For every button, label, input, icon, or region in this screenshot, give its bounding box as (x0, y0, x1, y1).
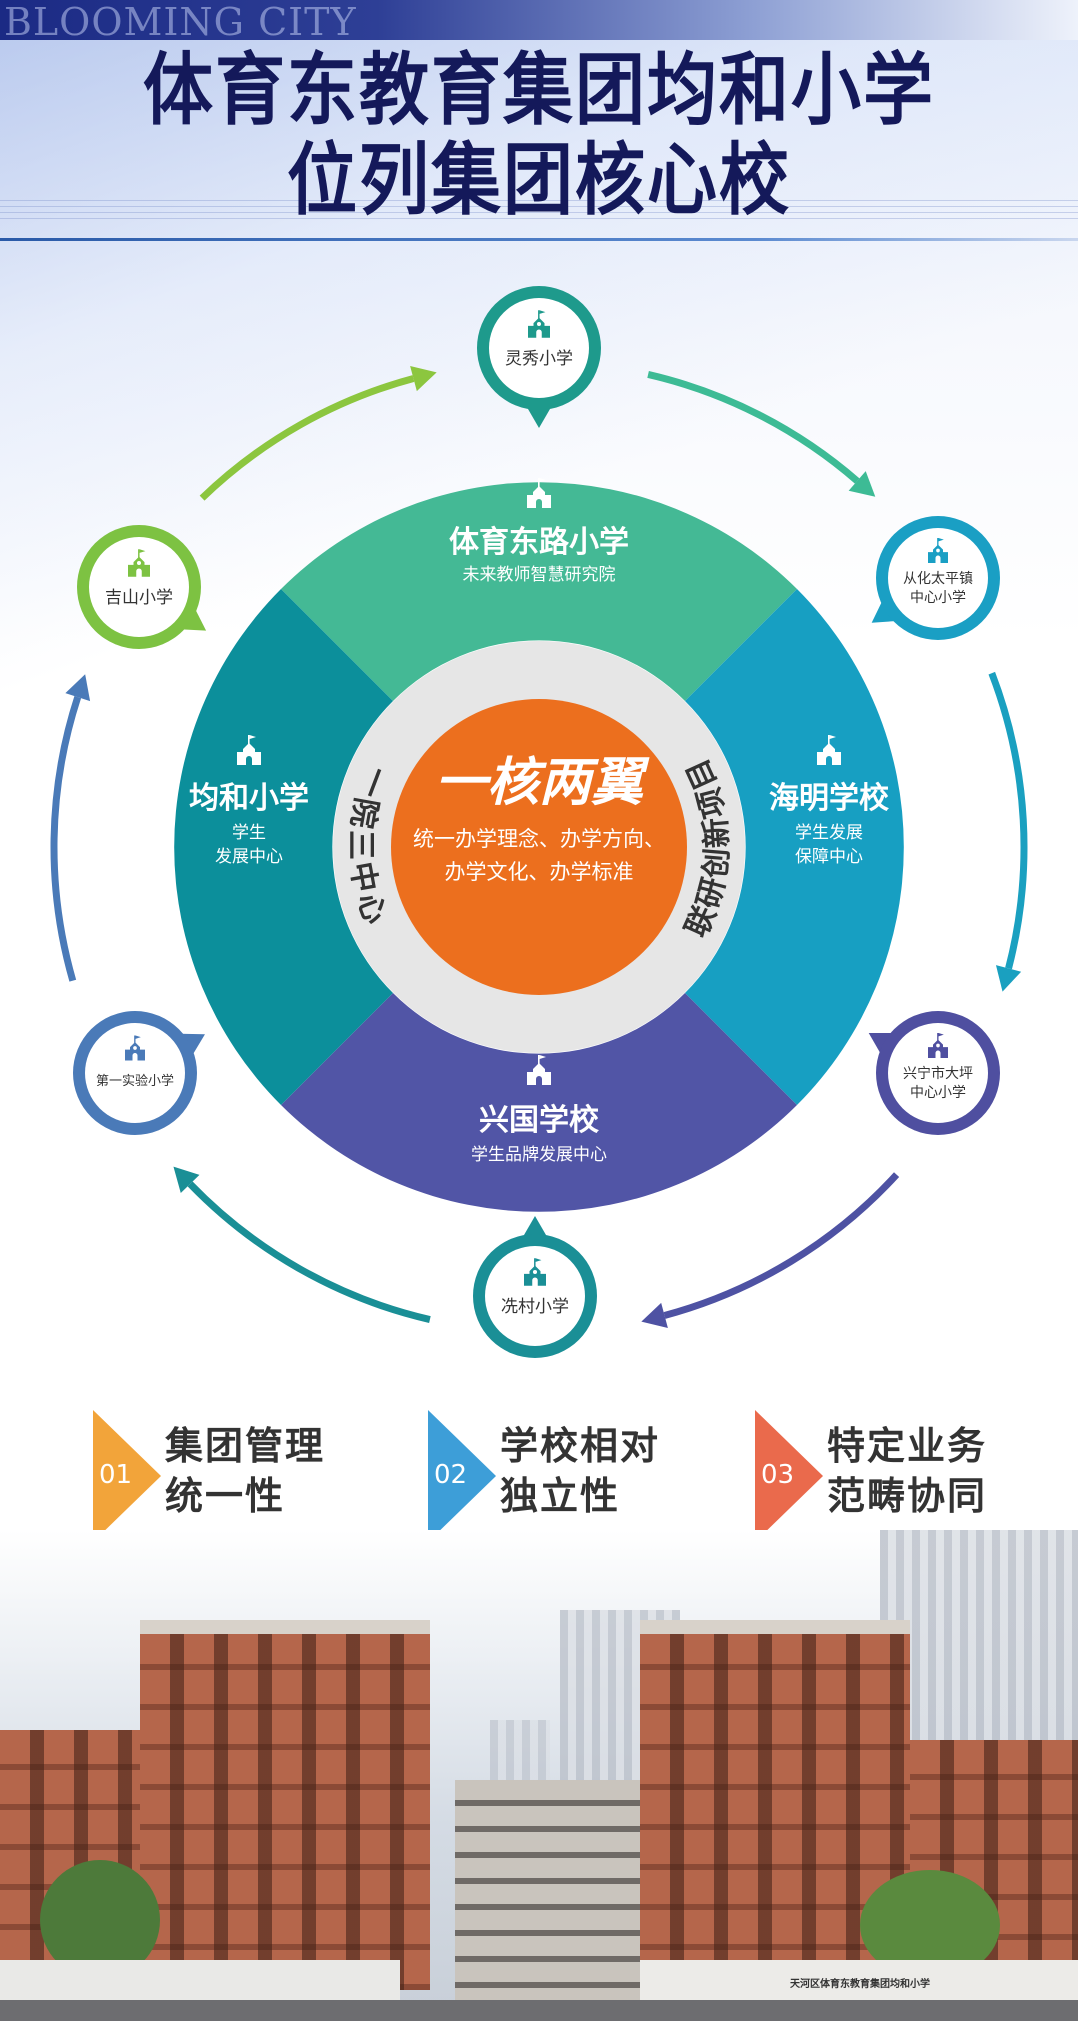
principle-item-2: 02 学校相对 独立性 (428, 1410, 748, 1542)
bubble-inner (888, 1023, 988, 1123)
principle-item-3: 03 特定业务 范畴协同 (755, 1410, 1075, 1542)
bubble-inner (489, 298, 589, 398)
bubble-label-line1: 兴宁市大坪 (903, 1065, 973, 1082)
core-circle (391, 699, 687, 995)
bubble-label-line1: 从化太平镇 (903, 571, 973, 587)
segment-left: 均和小学 学生 发展中心 (174, 589, 393, 1105)
segment-bottom-sub: 学生品牌发展中心 (471, 1145, 607, 1165)
core-line1: 统一办学理念、办学方向、 (413, 827, 665, 851)
cycle-arrow-arc (988, 671, 1028, 970)
cycle-arrow-arc (50, 696, 82, 982)
school-bubble-xiancun: 冼村小学 (473, 1216, 597, 1358)
cycle-arrow-arc (187, 1181, 431, 1323)
chevron-marker-icon (93, 1410, 161, 1542)
bubble-inner (485, 1246, 585, 1346)
principle-line2: 范畴协同 (827, 1474, 988, 1518)
segment-left-sub2: 发展中心 (215, 847, 283, 867)
roof-ledge (640, 1620, 910, 1634)
chevron-marker-icon (428, 1410, 496, 1542)
watermark-text: BLOOMING CITY (4, 0, 357, 44)
segment-top-sub: 未来教师智慧研究院 (463, 565, 616, 585)
central-building (455, 1780, 655, 2000)
cycle-arrows (50, 365, 1028, 1329)
school-bubble-conghua: 从化太平镇 中心小学 (871, 516, 1000, 640)
arrowhead-icon (173, 1166, 200, 1193)
left-main-building (140, 1630, 430, 1990)
segment-top-shape (281, 482, 797, 701)
school-bubble-diyi: 第一实验小学 (73, 1011, 205, 1135)
bubble-label-line2: 中心小学 (910, 590, 966, 606)
segment-left-name: 均和小学 (189, 781, 309, 816)
cycle-arrow-arc (199, 375, 415, 501)
segment-right-name: 海明学校 (769, 781, 889, 816)
core-title: 一核两翼 (435, 753, 650, 813)
chevron-marker-icon (755, 1410, 823, 1542)
decor-line (0, 200, 1078, 201)
arrowhead-icon (848, 471, 876, 497)
segment-top-name: 体育东路小学 (449, 525, 629, 560)
principle-line1: 集团管理 (165, 1424, 326, 1468)
bubble-inner (888, 528, 988, 628)
principle-line2: 独立性 (500, 1474, 621, 1518)
segment-bottom-name: 兴国学校 (479, 1103, 599, 1138)
segment-top: 体育东路小学 未来教师智慧研究院 (281, 478, 797, 701)
segment-right-sub1: 学生发展 (795, 823, 863, 843)
principle-number: 02 (434, 1460, 468, 1490)
principle-line1: 特定业务 (827, 1424, 988, 1468)
decor-line (0, 206, 1078, 207)
bubble-label: 灵秀小学 (505, 349, 573, 369)
arrowhead-icon (641, 1302, 668, 1329)
ground (0, 2000, 1078, 2021)
principle-line1: 学校相对 (500, 1424, 661, 1468)
school-campus-photo: 天河区体育东教育集团均和小学 (0, 1530, 1078, 2021)
decor-line (0, 212, 1078, 213)
arrowhead-icon (65, 674, 91, 702)
segment-right-sub2: 保障中心 (795, 847, 863, 867)
segment-right: 海明学校 学生发展 保障中心 (685, 589, 904, 1105)
school-bubble-lingxiu: 灵秀小学 (477, 286, 601, 428)
decor-line (0, 218, 1078, 219)
arrowhead-icon (995, 965, 1022, 992)
school-bubble-xingning: 兴宁市大坪 中心小学 (868, 1011, 1000, 1135)
gate-wall-left (0, 1960, 400, 2000)
page-title-line1: 体育东教育集团均和小学 (143, 44, 935, 136)
principle-line2: 统一性 (165, 1474, 286, 1518)
group-structure-diagram: 体育东路小学 未来教师智慧研究院 海明学校 学生发展 保障中心 兴国学校 学生品… (50, 286, 1028, 1358)
bubble-label: 吉山小学 (105, 588, 173, 608)
school-bubble-jishan: 吉山小学 (77, 525, 207, 649)
top-banner-strip: BLOOMING CITY (0, 0, 1078, 44)
bubble-inner (89, 537, 189, 637)
segment-left-shape (174, 589, 393, 1105)
bubble-label: 第一实验小学 (96, 1073, 174, 1089)
segment-right-shape (685, 589, 904, 1105)
title-divider (0, 238, 1078, 241)
arrowhead-icon (410, 365, 437, 392)
principle-item-1: 01 集团管理 统一性 (93, 1410, 413, 1542)
core-line2: 办学文化、办学标准 (445, 860, 634, 884)
bubble-label-line2: 中心小学 (910, 1085, 966, 1101)
segment-bottom-shape (281, 993, 797, 1212)
cycle-arrow-arc (663, 1172, 900, 1319)
bubble-inner (85, 1023, 185, 1123)
bubble-label: 冼村小学 (501, 1297, 569, 1317)
segment-left-sub1: 学生 (232, 823, 266, 843)
segment-bottom: 兴国学校 学生品牌发展中心 (281, 993, 797, 1212)
cycle-arrow-arc (647, 371, 860, 484)
principle-number: 03 (761, 1460, 795, 1490)
page-title-line2: 位列集团核心校 (287, 134, 791, 226)
principle-number: 01 (99, 1460, 133, 1490)
school-sign: 天河区体育东教育集团均和小学 (790, 1979, 930, 1990)
roof-ledge (140, 1620, 430, 1634)
gate-wall-right: 天河区体育东教育集团均和小学 (640, 1960, 1078, 2000)
